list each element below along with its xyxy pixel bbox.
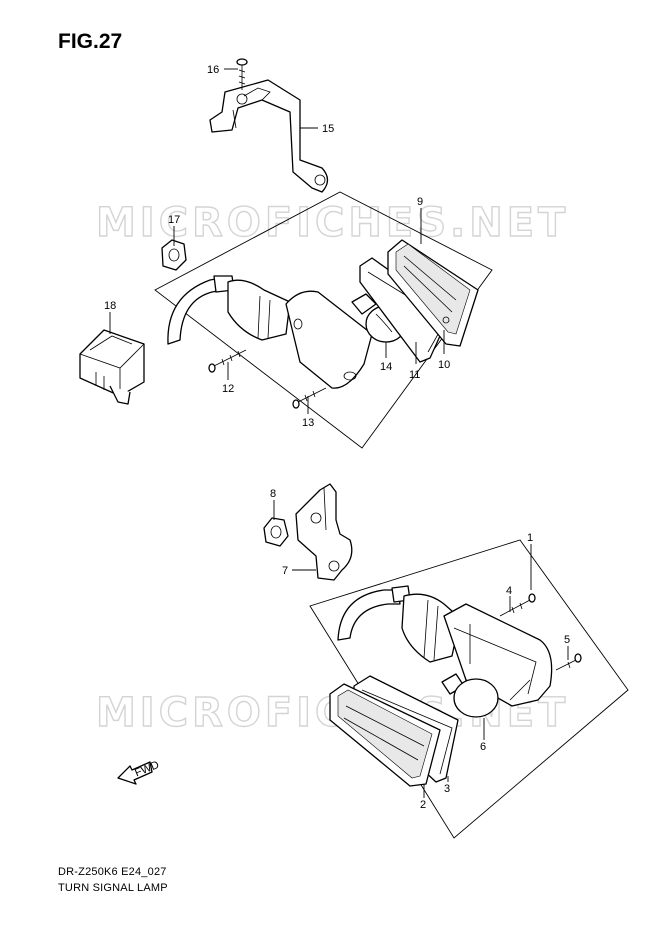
callout-17: 17 <box>168 214 180 226</box>
lens-2 <box>329 683 441 787</box>
callout-5: 5 <box>564 634 570 646</box>
watermark-top: MICROFICHES.NET <box>96 200 569 246</box>
relay-unit-18 <box>79 329 145 405</box>
callout-13: 13 <box>302 417 314 429</box>
mount-bracket-upper <box>209 79 329 193</box>
callout-3: 3 <box>444 783 450 795</box>
lens-9 <box>387 239 479 347</box>
screw-12 <box>208 349 247 373</box>
callout-8: 8 <box>270 488 276 500</box>
callout-16: 16 <box>207 64 219 76</box>
callout-1: 1 <box>527 532 533 544</box>
forward-arrow-label: FWD <box>133 759 161 780</box>
section-name: TURN SIGNAL LAMP <box>58 882 168 894</box>
callout-14: 14 <box>380 361 392 373</box>
callout-11: 11 <box>409 369 420 381</box>
callout-12: 12 <box>222 383 234 395</box>
screw-13 <box>292 387 327 409</box>
callout-18: 18 <box>104 300 116 312</box>
nut-8 <box>263 517 289 547</box>
leader-lines <box>109 68 569 798</box>
callout-4: 4 <box>506 585 512 597</box>
frame-top-assembly <box>154 191 493 449</box>
figure-title: FIG.27 <box>58 30 123 53</box>
turn-signal-lamp-upper <box>167 275 373 389</box>
forward-arrow: FWD <box>117 759 161 785</box>
callout-6: 6 <box>480 741 486 753</box>
screw-4 <box>499 593 536 617</box>
callout-2: 2 <box>420 799 426 811</box>
screw-5 <box>555 653 582 671</box>
gasket-11 <box>359 257 451 363</box>
callout-15: 15 <box>322 123 334 135</box>
callout-10: 10 <box>438 359 450 371</box>
callout-7: 7 <box>282 565 288 577</box>
screw-16 <box>236 58 248 90</box>
mount-bracket-lower <box>295 483 353 581</box>
callout-9: 9 <box>417 196 423 208</box>
model-code: DR-Z250K6 E24_027 <box>58 866 167 878</box>
bulb-6 <box>441 673 499 718</box>
nut-17 <box>161 239 187 271</box>
